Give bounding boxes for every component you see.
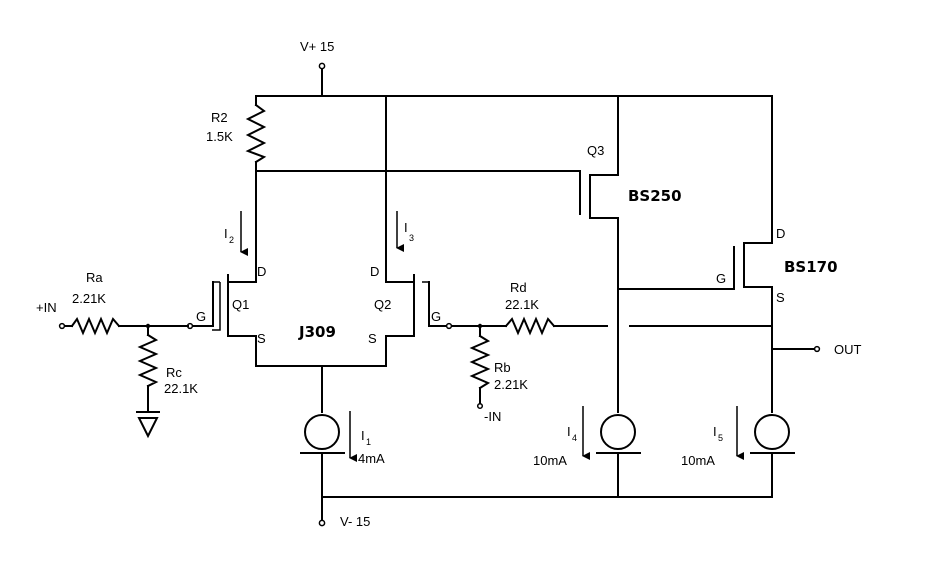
i5-subscript: 5 xyxy=(718,433,723,443)
rb-name: Rb xyxy=(494,360,511,375)
output-node xyxy=(771,345,821,353)
q2-source-pin: S xyxy=(368,331,377,346)
q4-drain-pin: D xyxy=(776,226,785,241)
vplus-label: V+ 15 xyxy=(300,39,334,54)
q4-source-pin: S xyxy=(776,290,785,305)
jfet-q1 xyxy=(186,274,257,367)
in-plus-label: +IN xyxy=(36,300,57,315)
positive-supply-rail xyxy=(255,62,773,97)
i5-label: I xyxy=(713,424,717,439)
ra-name: Ra xyxy=(86,270,103,285)
ground-arrow xyxy=(137,417,159,439)
resistor-r2 xyxy=(245,95,267,172)
q4-part-label: BS170 xyxy=(784,258,838,276)
jfet-q2 xyxy=(385,274,453,367)
i1-label: I xyxy=(361,428,365,443)
in-minus-terminal xyxy=(476,402,484,410)
resistor-ra xyxy=(70,316,121,336)
i4-value: 10mA xyxy=(533,453,567,468)
q1-drain-pin: D xyxy=(257,264,266,279)
rc-name: Rc xyxy=(166,365,182,380)
rb-value: 2.21K xyxy=(494,377,528,392)
input-minus-network xyxy=(451,316,608,410)
i4-label: I xyxy=(567,424,571,439)
r2-value: 1.5K xyxy=(206,129,233,144)
resistor-rc xyxy=(137,333,159,388)
vminus-label: V- 15 xyxy=(340,514,370,529)
current-source-i4 xyxy=(596,414,641,498)
q1-name: Q1 xyxy=(232,297,249,312)
q2-gate-pin: G xyxy=(431,309,441,324)
out-label: OUT xyxy=(834,342,862,357)
q1-source-pin: S xyxy=(257,331,266,346)
resistor-rb xyxy=(469,334,491,390)
i3-label: I xyxy=(404,220,408,235)
current-source-i1 xyxy=(300,414,345,498)
vplus-terminal xyxy=(318,62,326,70)
q3-name: Q3 xyxy=(587,143,604,158)
mosfet-q3 xyxy=(579,95,619,413)
q2-name: Q2 xyxy=(374,297,391,312)
r2-name: R2 xyxy=(211,110,228,125)
q3-part-label: BS250 xyxy=(628,187,682,205)
q2-drain-pin: D xyxy=(370,264,379,279)
out-terminal xyxy=(813,345,821,353)
i1-subscript: 1 xyxy=(366,437,371,447)
q1-gate-pin: G xyxy=(196,309,206,324)
current-source-i5 xyxy=(750,414,795,498)
i1-value: 4mA xyxy=(358,451,385,466)
rd-name: Rd xyxy=(510,280,527,295)
vminus-terminal xyxy=(318,519,326,527)
rd-value: 22.1K xyxy=(505,297,539,312)
in-plus-terminal xyxy=(58,322,66,330)
resistor-rd xyxy=(504,316,556,336)
negative-supply-rail xyxy=(318,496,773,527)
i3-subscript: 3 xyxy=(409,233,414,243)
i2-label: I xyxy=(224,226,228,241)
i4-subscript: 4 xyxy=(572,433,577,443)
i2-subscript: 2 xyxy=(229,235,234,245)
q4-gate-pin: G xyxy=(716,271,726,286)
jfet-part-label: J309 xyxy=(298,323,336,341)
i5-value: 10mA xyxy=(681,453,715,468)
in-minus-label: -IN xyxy=(484,409,501,424)
ra-value: 2.21K xyxy=(72,291,106,306)
rc-value: 22.1K xyxy=(164,381,198,396)
mosfet-q4 xyxy=(617,95,773,413)
input-plus-network xyxy=(58,316,189,439)
